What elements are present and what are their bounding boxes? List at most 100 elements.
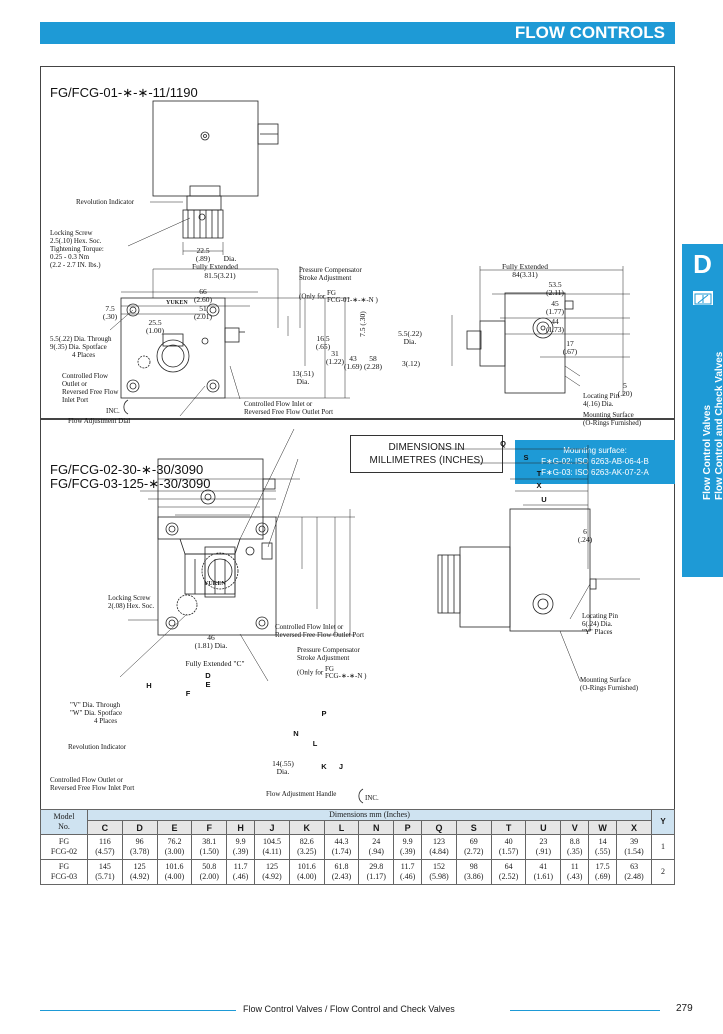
table-cell: 125(4.92)	[254, 859, 290, 885]
label-through-top: 5.5(.22) Dia. Through 9(.35) Dia. Spotfa…	[50, 335, 112, 359]
model-title-03: FG/FCG-03-125-∗-30/3090	[50, 476, 211, 491]
table-col-H: H	[226, 820, 256, 835]
table-cell: 8.8(.35)	[560, 834, 590, 860]
label-pressure-comp-bottom: Pressure Compensator Stroke Adjustment	[297, 646, 360, 662]
side-tab-letter: D	[693, 249, 712, 279]
front-body	[120, 297, 226, 399]
table-col-F: F	[191, 820, 228, 835]
label-fully-extended-bottom: Fully Extended "C"	[185, 659, 245, 668]
model-title-02: FG/FCG-02-30-∗-30/3090	[50, 462, 204, 477]
dimensions-units-line1: DIMENSIONS IN	[388, 442, 465, 453]
table-cell: 24(.94)	[358, 834, 395, 860]
table-col-C: C	[87, 820, 123, 835]
dim-r44: 44(1.73)	[545, 317, 565, 334]
table-cell: 17.5(.69)	[588, 859, 618, 885]
table-header-y: Y	[651, 809, 675, 835]
label-inc-bottom: INC.	[365, 794, 379, 802]
dim-v43: 43(1.69)	[343, 354, 363, 371]
dim-H: H	[146, 681, 152, 690]
table-col-X: X	[616, 820, 652, 835]
table-cell: 104.5(4.11)	[254, 834, 290, 860]
table-cell: 101.6(4.00)	[288, 859, 325, 885]
table-cell: 41(1.61)	[525, 859, 562, 885]
label-adj-handle: Flow Adjustment Handle	[266, 790, 337, 798]
table-cell: 40(1.57)	[490, 834, 527, 860]
label-mounting-surface-bottom: Mounting Surface (O-Rings Furnished)	[580, 676, 639, 692]
dim-v13: 13(.51)Dia.	[292, 369, 314, 386]
dim-P: P	[321, 709, 327, 718]
table-col-N: N	[358, 820, 395, 835]
section-header: FLOW CONTROLS	[40, 22, 675, 44]
table-cell: 23(.91)	[525, 834, 562, 860]
dim-22-5: 22.5(.89)	[195, 246, 211, 263]
dim-D: D	[205, 671, 211, 680]
dim-r6: 6(.24)	[577, 527, 593, 544]
table-cell: 64(2.52)	[490, 859, 527, 885]
dim-r3: 3(.12)	[401, 359, 421, 368]
table-col-L: L	[323, 820, 360, 835]
top-drawing: YUKEN	[109, 100, 630, 417]
section-header-title: FLOW CONTROLS	[514, 23, 665, 42]
dim-66: 66(2.60)	[193, 287, 213, 304]
dim-v31: 31(1.22)	[325, 349, 345, 366]
label-mounting-surface-top: Mounting Surface (O-Rings Furnished)	[583, 411, 642, 427]
dim-E: E	[205, 680, 211, 689]
table-cell-y: 1	[651, 834, 675, 860]
label-locking-screw-bottom: Locking Screw 2(.08) Hex. Soc.	[108, 594, 155, 610]
bottom-front-view: YUKEN	[119, 428, 640, 804]
dim-7-5: 7.5(.30)	[102, 304, 118, 321]
label-adj-dial: Flow Adjustment Dial	[68, 417, 131, 425]
yuken-logo-bottom: YUKEN	[204, 581, 226, 587]
table-col-E: E	[156, 820, 193, 835]
mounting-surface-box: Mounting surface: F∗G-02: ISO 6263-AB-06…	[515, 440, 675, 484]
dim-r5: 5(.20)	[617, 381, 633, 398]
table-cell: 9.9(.39)	[226, 834, 256, 860]
dim-L: L	[312, 739, 318, 748]
table-col-P: P	[393, 820, 423, 835]
dim-25-5: 25.5(1.00)	[145, 318, 165, 335]
bottom-front-body	[157, 516, 277, 636]
valve-symbol-icon	[693, 291, 713, 305]
dim-N: N	[293, 729, 299, 738]
table-col-V: V	[560, 820, 590, 835]
top-body-upper	[152, 100, 259, 197]
table-col-D: D	[121, 820, 158, 835]
dim-r17: 17(.67)	[562, 339, 578, 356]
dim-X: X	[536, 481, 542, 490]
table-col-U: U	[525, 820, 562, 835]
table-cell: 145(5.71)	[87, 859, 123, 885]
mounting-surface-title: Mounting surface:	[563, 446, 627, 455]
dim-J: J	[338, 762, 344, 771]
label-pressure-comp-top: Pressure Compensator Stroke Adjustment	[299, 266, 362, 282]
mounting-surface-line1: F∗G-02: ISO 6263-AB-06-4-B	[541, 457, 649, 466]
mounting-surface-line2: F∗G-03: ISO 6263-AK-07-2-A	[541, 468, 649, 477]
table-cell: 101.6(4.00)	[156, 859, 193, 885]
label-inlet-port-top: Controlled Flow Inlet or Reversed Free F…	[244, 400, 334, 416]
label-controlled-flow-top: Controlled Flow Outlet or Reversed Free …	[62, 372, 119, 404]
dimensions-units-line2: MILLIMETRES (INCHES)	[369, 455, 484, 466]
footer-text: Flow Control Valves / Flow Control and C…	[243, 1004, 455, 1014]
table-cell: 98(3.86)	[455, 859, 492, 885]
table-cell: 82.6(3.25)	[288, 834, 325, 860]
table-cell: 123(4.84)	[421, 834, 457, 860]
side-tab-line2: Flow Control and Check Valves	[714, 351, 723, 500]
table-col-Q: Q	[421, 820, 457, 835]
table-cell: 69(2.72)	[455, 834, 492, 860]
table-cell: 44.3(1.74)	[323, 834, 360, 860]
label-through-bottom: "V" Dia. Through "W" Dia. Spotface 4 Pla…	[70, 701, 123, 725]
table-cell: 152(5.98)	[421, 859, 457, 885]
table-cell: 50.8(2.00)	[191, 859, 228, 885]
table-col-S: S	[455, 820, 492, 835]
label-locating-pin-bottom: Locating Pin 6(.24) Dia. "Y" Places	[582, 612, 618, 636]
table-cell: 61.8(2.43)	[323, 859, 360, 885]
label-locating-pin-top: Locating Pin 4(.16) Dia.	[583, 392, 619, 408]
table-cell: 116(4.57)	[87, 834, 123, 860]
table-col-W: W	[588, 820, 618, 835]
